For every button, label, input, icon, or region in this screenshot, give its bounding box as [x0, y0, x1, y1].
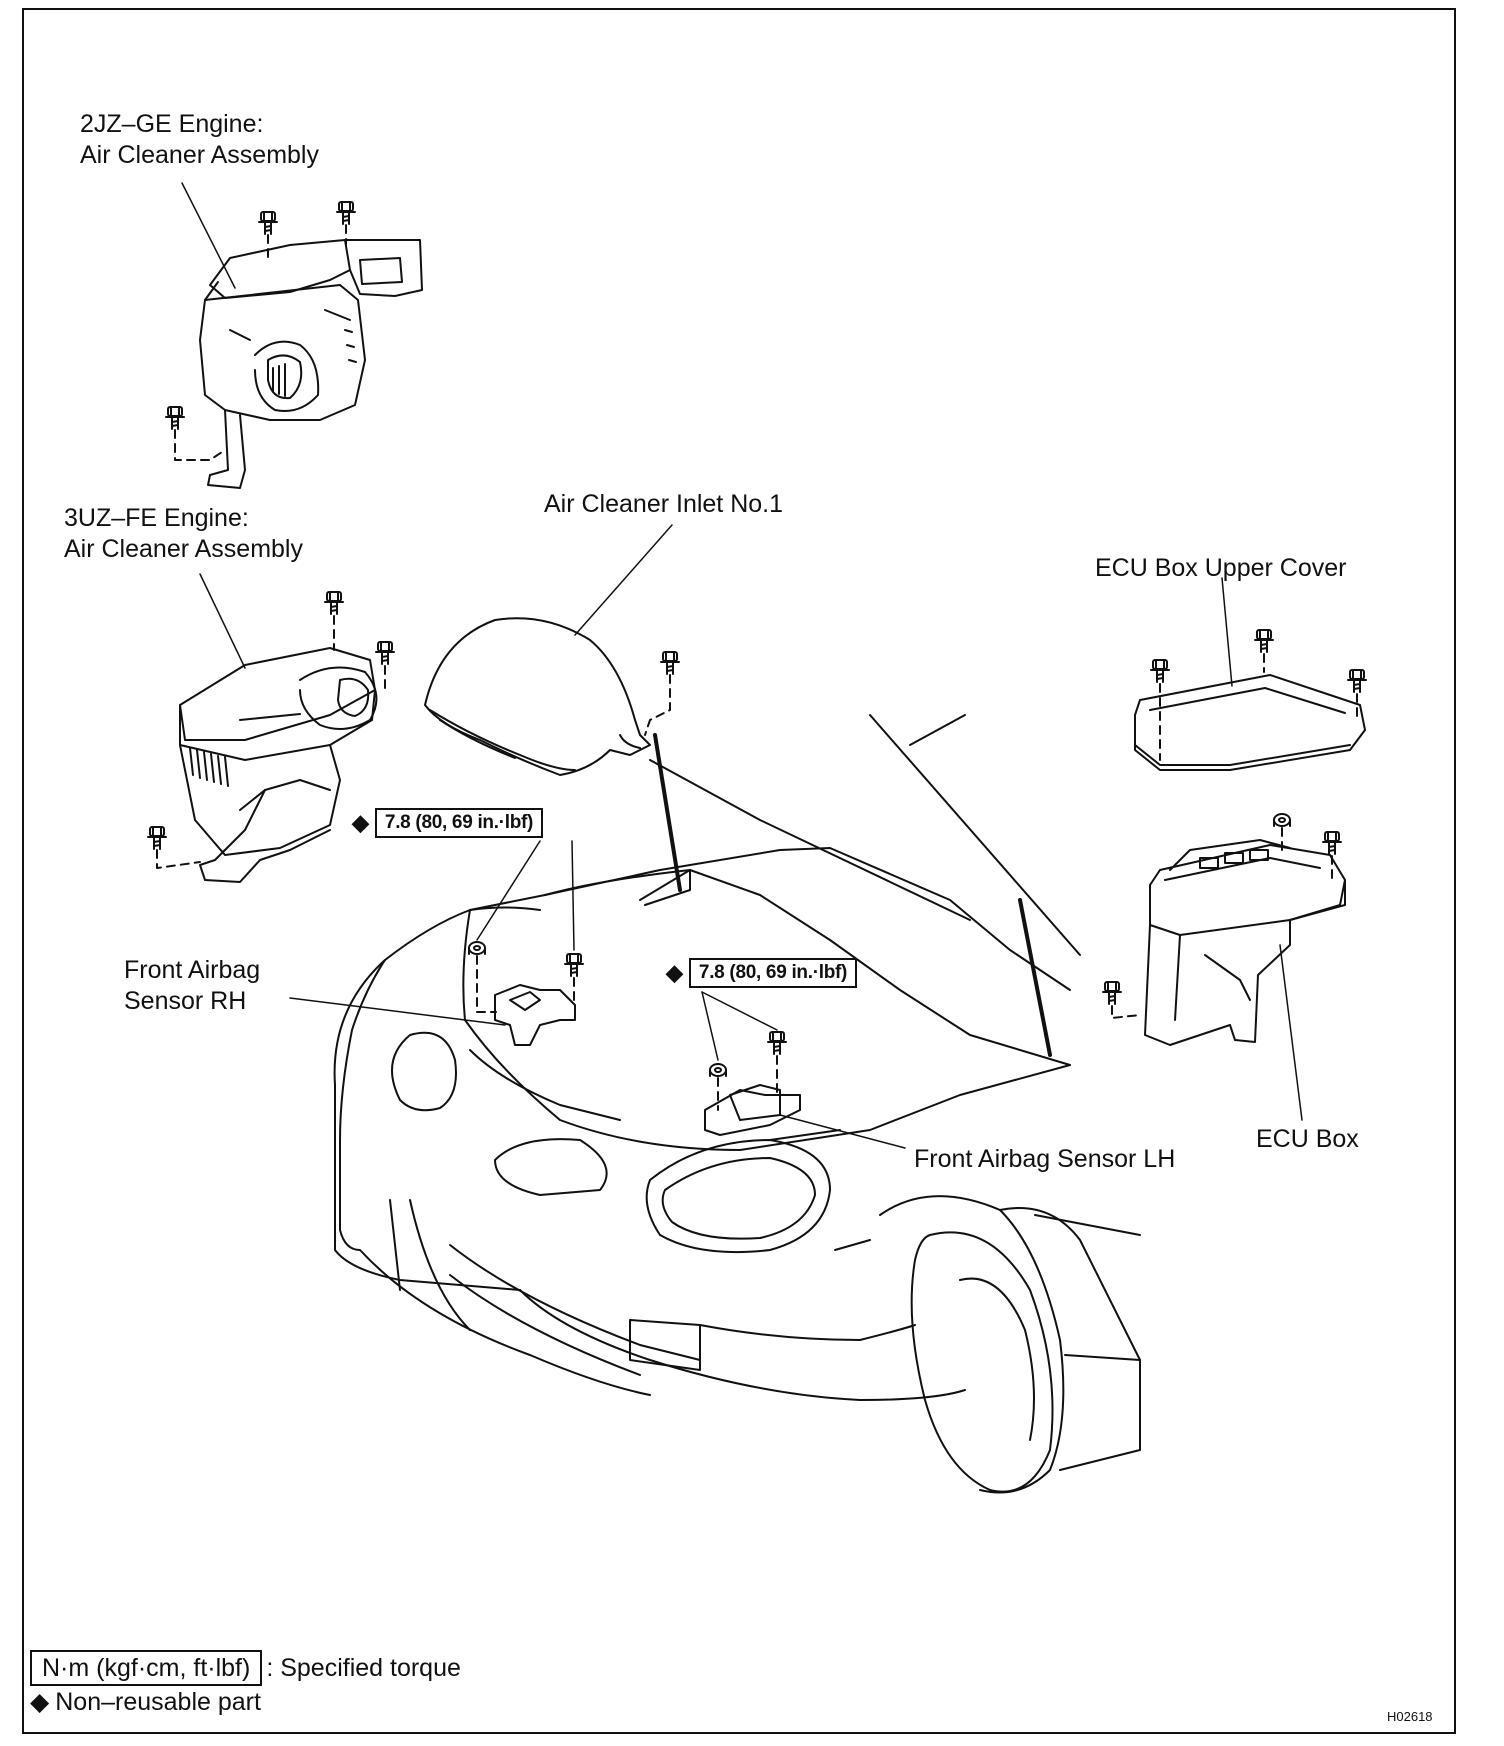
front-airbag-sensor-rh — [289, 941, 584, 1046]
diagram-frame — [22, 8, 1456, 1734]
legend-nonreusable-row: ◆ Non–reusable part — [30, 1686, 461, 1718]
ecu-box — [1102, 813, 1346, 1121]
label-2jz-air-cleaner: 2JZ–GE Engine: Air Cleaner Assembly — [80, 110, 319, 169]
air-cleaner-3uz — [147, 573, 395, 883]
label-front-airbag-sensor-lh: Front Airbag Sensor LH — [914, 1145, 1176, 1173]
torque-callout-rh: ◆ 7.8 (80, 69 in.·lbf) — [352, 808, 544, 838]
non-reusable-marker-icon: ◆ — [352, 810, 369, 835]
non-reusable-marker-icon: ◆ — [30, 1688, 50, 1716]
vehicle-body — [333, 714, 1141, 1494]
label-3uz-air-cleaner: 3UZ–FE Engine: Air Cleaner Assembly — [64, 504, 303, 563]
legend-nonreusable-text: Non–reusable part — [55, 1688, 261, 1716]
legend-unit-box: N·m (kgf·cm, ft·lbf) — [30, 1650, 263, 1686]
label-front-airbag-sensor-rh: Front Airbag Sensor RH — [124, 956, 261, 1015]
legend-unit-text: : Specified torque — [266, 1654, 461, 1682]
torque-callout-lh: ◆ 7.8 (80, 69 in.·lbf) — [666, 958, 858, 988]
non-reusable-marker-icon: ◆ — [666, 960, 683, 985]
ecu-box-upper-cover — [1134, 577, 1367, 771]
torque-leaders — [476, 840, 778, 1061]
legend-torque-row: N·m (kgf·cm, ft·lbf) : Specified torque — [30, 1650, 461, 1686]
label-ecu-box-upper-cover: ECU Box Upper Cover — [1095, 554, 1347, 582]
air-cleaner-inlet — [424, 524, 680, 776]
air-cleaner-2jz — [165, 182, 423, 489]
torque-spec-rh: 7.8 (80, 69 in.·lbf) — [374, 808, 544, 838]
label-air-cleaner-inlet: Air Cleaner Inlet No.1 — [544, 490, 784, 518]
front-airbag-sensor-lh — [704, 1031, 906, 1149]
torque-spec-lh: 7.8 (80, 69 in.·lbf) — [688, 958, 858, 988]
figure-code: H02618 — [1387, 1709, 1433, 1724]
label-ecu-box: ECU Box — [1256, 1125, 1359, 1153]
legend: N·m (kgf·cm, ft·lbf) : Specified torque … — [30, 1650, 461, 1718]
